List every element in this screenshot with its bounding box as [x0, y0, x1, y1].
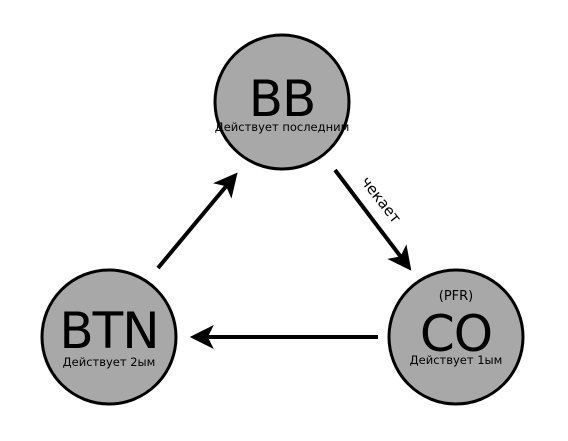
- node-btn-desc: Действует 2ым: [63, 355, 156, 369]
- node-bb-circle: [213, 33, 351, 171]
- node-co-tag: (PFR): [439, 289, 474, 304]
- node-co-abbr: CO: [420, 305, 492, 363]
- node-btn: BTN Действует 2ым: [40, 268, 178, 406]
- node-bb: BB Действует последним: [213, 33, 351, 171]
- arrow-bb-to-co: [333, 168, 412, 271]
- node-btn-circle: [40, 268, 178, 406]
- edge-label-bb-to-co: чекает: [357, 173, 405, 227]
- node-co-circle: [387, 268, 525, 406]
- node-btn-abbr: BTN: [59, 302, 158, 360]
- node-bb-abbr: BB: [249, 70, 316, 128]
- node-co-desc: Действует 1ым: [410, 353, 503, 367]
- node-bb-desc: Действует последним: [215, 120, 350, 134]
- node-co: (PFR) CO Действует 1ым: [387, 268, 525, 406]
- arrow-btn-to-bb: [156, 172, 238, 270]
